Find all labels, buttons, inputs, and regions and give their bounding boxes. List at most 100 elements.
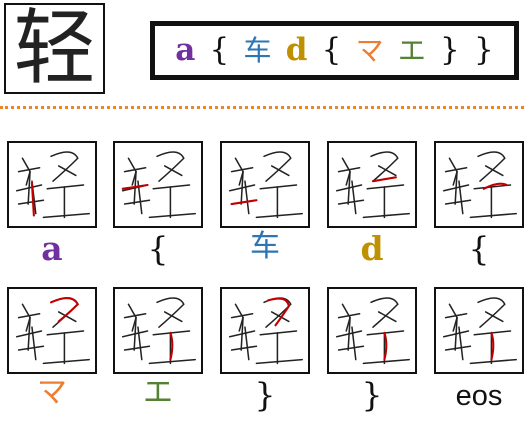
glyph-stroke bbox=[230, 345, 258, 351]
step-label: マ bbox=[37, 375, 67, 410]
glyph-stroke bbox=[377, 311, 397, 323]
highlighted-stroke bbox=[383, 331, 388, 361]
sequence-token: d bbox=[285, 32, 308, 68]
step-glyph-thumbnail bbox=[327, 287, 417, 374]
highlighted-stroke bbox=[169, 331, 174, 361]
sequence-token: { bbox=[321, 32, 342, 68]
glyph-stroke bbox=[228, 184, 256, 192]
target-character-box: 轻 bbox=[4, 3, 105, 94]
step-glyph-thumbnail bbox=[220, 141, 310, 228]
glyph-stroke bbox=[46, 184, 85, 190]
sequence-token: マ bbox=[355, 33, 384, 67]
sequence-token: { bbox=[209, 32, 230, 68]
step-cell: マ bbox=[6, 284, 114, 424]
highlighted-stroke bbox=[230, 199, 258, 206]
glyph-stroke bbox=[230, 167, 254, 173]
glyph-stroke bbox=[137, 326, 143, 361]
sequence-token: a bbox=[175, 32, 196, 68]
step-label: eos bbox=[455, 380, 503, 412]
highlighted-stroke bbox=[371, 176, 397, 183]
glyph-stroke bbox=[366, 184, 405, 190]
highlighted-stroke bbox=[490, 331, 495, 361]
glyph-stroke bbox=[335, 330, 363, 338]
step-cell: a bbox=[6, 138, 114, 278]
step-cell: { bbox=[433, 138, 532, 278]
glyph-stroke bbox=[123, 199, 151, 205]
glyph-stroke bbox=[17, 345, 45, 351]
step-label: } bbox=[254, 375, 276, 414]
step-label: a bbox=[41, 229, 63, 268]
glyph-stroke bbox=[473, 184, 512, 190]
step-cell: eos bbox=[433, 284, 532, 424]
step-label: エ bbox=[143, 375, 173, 410]
step-glyph-thumbnail bbox=[434, 287, 524, 374]
target-character: 轻 bbox=[13, 0, 96, 96]
highlighted-stroke bbox=[30, 182, 35, 217]
step-glyph-thumbnail bbox=[220, 287, 310, 374]
glyph-stroke bbox=[444, 313, 468, 319]
glyph-stroke bbox=[255, 212, 303, 219]
glyph-stroke bbox=[469, 212, 517, 219]
step-glyph-thumbnail bbox=[327, 141, 417, 228]
step-cell: { bbox=[112, 138, 220, 278]
sequence-token: 车 bbox=[243, 33, 272, 67]
glyph-stroke bbox=[337, 313, 361, 319]
glyph-stroke bbox=[444, 199, 472, 205]
glyph-stroke bbox=[121, 330, 149, 338]
glyph-stroke bbox=[442, 330, 470, 338]
glyph-stroke bbox=[362, 358, 410, 365]
step-cell: } bbox=[219, 284, 327, 424]
glyph-stroke bbox=[370, 151, 399, 182]
glyph-stroke bbox=[31, 326, 37, 361]
step-glyph-thumbnail bbox=[113, 141, 203, 228]
highlighted-stroke bbox=[121, 183, 149, 190]
step-glyph-thumbnail bbox=[7, 141, 97, 228]
glyph-stroke bbox=[57, 311, 77, 323]
glyph-stroke bbox=[50, 151, 79, 182]
glyph-stroke bbox=[42, 358, 90, 365]
glyph-stroke bbox=[477, 297, 506, 328]
glyph-stroke bbox=[362, 212, 410, 219]
glyph-stroke bbox=[15, 184, 43, 192]
highlighted-stroke bbox=[49, 297, 80, 323]
section-divider bbox=[0, 106, 524, 109]
step-label: d bbox=[360, 229, 384, 268]
step-label: 车 bbox=[250, 229, 280, 264]
glyph-stroke bbox=[57, 165, 77, 177]
glyph-stroke bbox=[228, 330, 256, 338]
glyph-stroke bbox=[337, 167, 361, 173]
glyph-stroke bbox=[458, 180, 464, 215]
step-cell: 车 bbox=[219, 138, 327, 278]
glyph-stroke bbox=[270, 311, 290, 323]
step-cell: d bbox=[326, 138, 434, 278]
highlighted-stroke bbox=[266, 297, 290, 327]
glyph-stroke bbox=[255, 358, 303, 365]
glyph-stroke bbox=[152, 184, 191, 190]
glyph-stroke bbox=[270, 165, 290, 177]
glyph-stroke bbox=[17, 199, 45, 205]
glyph-stroke bbox=[163, 165, 183, 177]
step-label: { bbox=[147, 229, 169, 268]
step-glyph-thumbnail bbox=[113, 287, 203, 374]
step-glyph-thumbnail bbox=[7, 287, 97, 374]
glyph-stroke bbox=[123, 167, 147, 173]
step-cell: エ bbox=[112, 284, 220, 424]
glyph-stroke bbox=[244, 326, 250, 361]
highlighted-stroke bbox=[482, 182, 508, 190]
glyph-stroke bbox=[263, 151, 292, 182]
glyph-stroke bbox=[458, 326, 464, 361]
glyph-stroke bbox=[484, 165, 504, 177]
glyph-stroke bbox=[337, 345, 365, 351]
step-glyph-thumbnail bbox=[434, 141, 524, 228]
glyph-stroke bbox=[46, 330, 85, 336]
glyph-stroke bbox=[351, 326, 357, 361]
glyph-stroke bbox=[156, 151, 185, 182]
glyph-stroke bbox=[351, 180, 357, 215]
sequence-token: } bbox=[440, 32, 460, 68]
glyph-stroke bbox=[259, 330, 298, 336]
glyph-stroke bbox=[444, 345, 472, 351]
glyph-stroke bbox=[50, 297, 79, 328]
glyph-stroke bbox=[244, 180, 250, 215]
glyph-stroke bbox=[484, 311, 504, 323]
